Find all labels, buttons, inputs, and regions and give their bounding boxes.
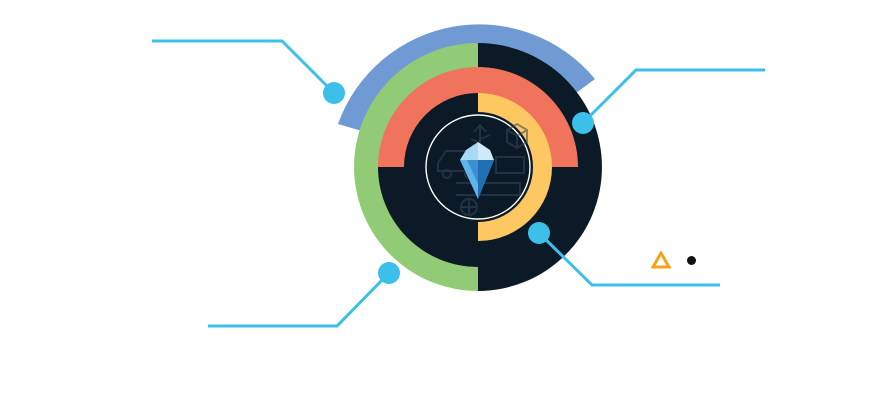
cube-icon — [506, 122, 528, 150]
node-top-left — [323, 82, 345, 104]
delta-logo-icon — [651, 251, 671, 269]
wheel-icon — [460, 198, 478, 216]
node-top-right — [572, 112, 594, 134]
connector-lines — [152, 39, 765, 328]
connector-top-right — [581, 68, 765, 125]
connector-bottom-right — [537, 231, 720, 287]
usb-icon — [470, 123, 491, 146]
center-outline — [425, 114, 531, 220]
connector-bottom-left — [208, 271, 391, 328]
connector-top-left — [152, 39, 336, 95]
node-bottom-left — [378, 262, 400, 284]
dot-icon — [687, 256, 696, 265]
node-bottom-right — [528, 222, 550, 244]
truck-icon — [456, 156, 525, 196]
iceberg-icon — [460, 142, 494, 199]
